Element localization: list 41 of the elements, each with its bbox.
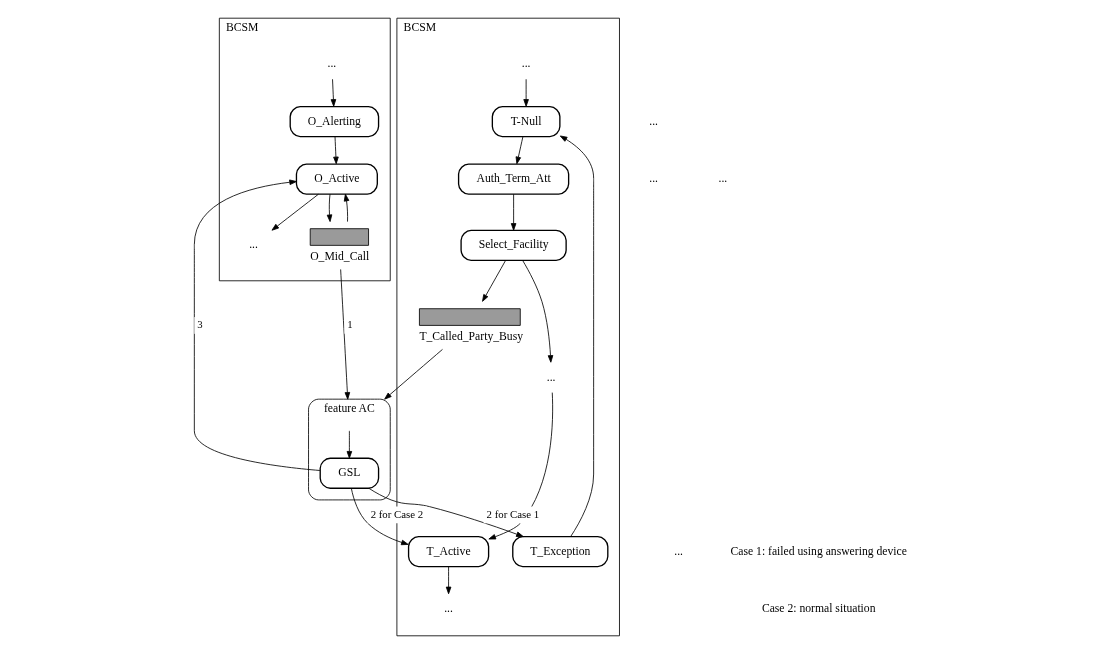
arrow xyxy=(515,136,524,165)
node-label: T_Called_Party_Busy xyxy=(419,329,524,343)
arrow xyxy=(333,136,339,165)
arrow xyxy=(445,566,452,595)
arrow xyxy=(340,269,351,400)
arrow xyxy=(384,349,443,400)
arrow xyxy=(346,430,353,459)
node-label: O_Mid_Call xyxy=(310,249,370,263)
label: Case 1: failed using answering device xyxy=(730,544,907,558)
arrow xyxy=(271,193,319,231)
arrow xyxy=(523,78,529,107)
label: ... xyxy=(649,114,659,128)
arrow xyxy=(330,78,337,107)
node-text: ... xyxy=(521,57,531,71)
node-box: Auth_Term_Att xyxy=(457,163,570,195)
arrow xyxy=(510,193,517,231)
node-box: O_Alerting xyxy=(289,105,380,138)
node-box: O_Active xyxy=(295,163,378,195)
label: ... xyxy=(718,172,728,186)
arrow xyxy=(559,135,595,537)
label: ... xyxy=(674,544,684,558)
arrow xyxy=(343,193,350,223)
node-box: GSL xyxy=(319,457,380,489)
label: Case 2: normal situation xyxy=(761,602,876,616)
arrow xyxy=(522,260,554,363)
edge-label: 3 xyxy=(197,318,203,331)
node-text: ... xyxy=(546,370,556,384)
node-box: T_Exception xyxy=(512,535,609,568)
edge-label: 1 xyxy=(347,318,353,331)
node-box: T_Active xyxy=(407,535,490,568)
arrow xyxy=(326,193,333,223)
node-text: ... xyxy=(444,602,453,616)
node-box: T-Null xyxy=(491,105,561,138)
node-text: ... xyxy=(327,57,337,71)
node-box: Select_Facility xyxy=(460,229,567,262)
arrow xyxy=(488,392,554,540)
arrow xyxy=(350,487,409,546)
node-text: ... xyxy=(249,238,258,252)
arrow xyxy=(482,260,506,302)
label: ... xyxy=(649,172,659,186)
edge-label: 2 for Case 1 xyxy=(486,507,540,520)
